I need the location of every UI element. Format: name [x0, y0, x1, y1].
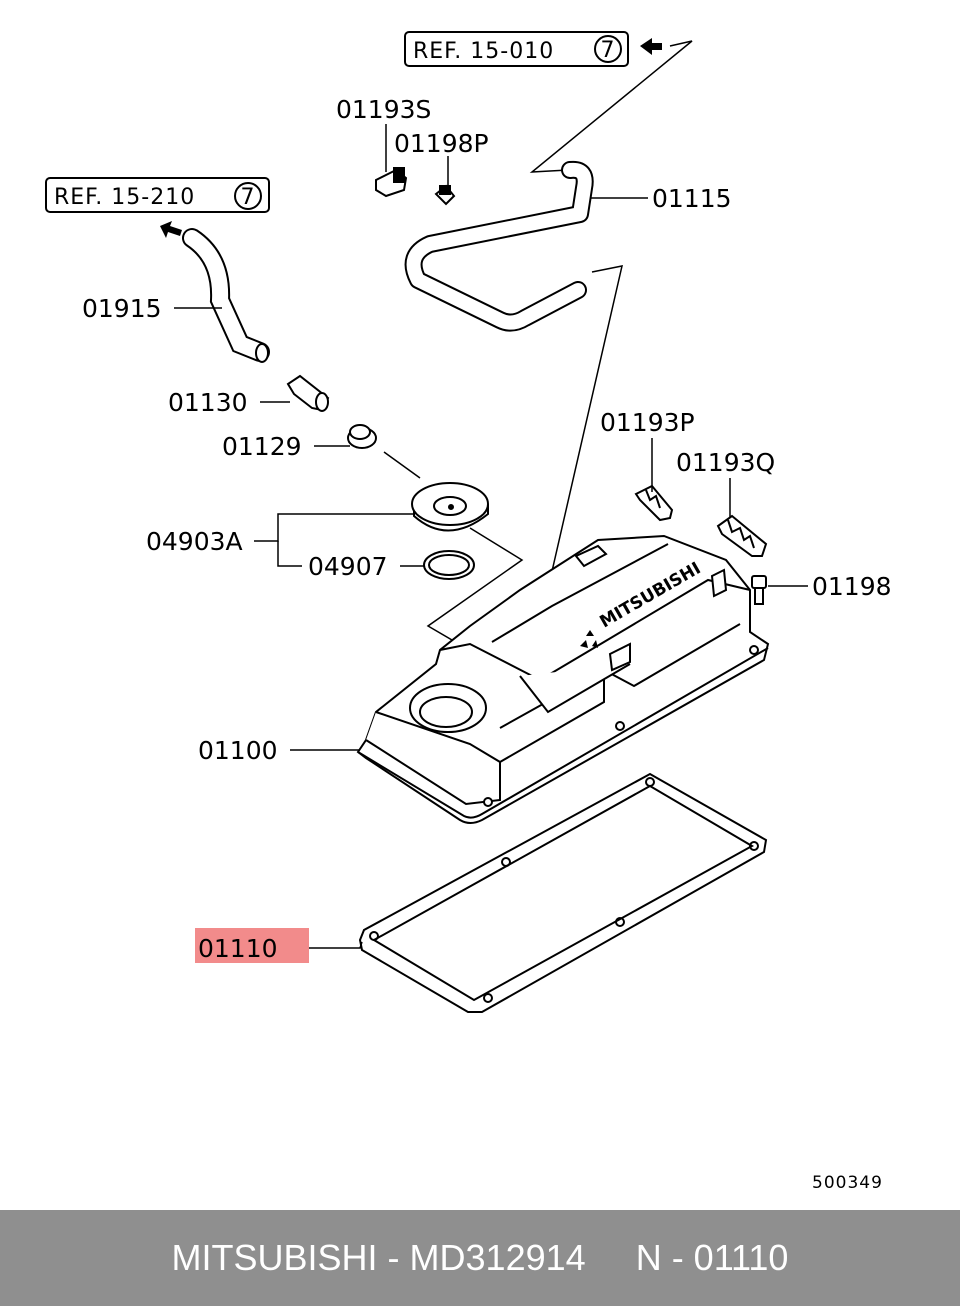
ref-box-15-210: REF. 15-210 7: [45, 177, 270, 213]
part-label-01198p: 01198P: [394, 129, 489, 158]
leader-lines: [174, 124, 808, 949]
leader-cap: [426, 527, 524, 641]
part-label-01915: 01915: [82, 294, 162, 323]
leader-grommet: [383, 451, 421, 479]
ref-circled-number-15-010: 7: [601, 38, 616, 63]
gasket-01110: [358, 772, 768, 1013]
highlight-01110: [195, 928, 309, 963]
arrow-icon: [160, 221, 182, 238]
footer-bar: MITSUBISHI - MD312914 N - 01110: [0, 1210, 960, 1306]
part-label-01193p: 01193P: [600, 408, 695, 437]
part-label-04903a: 04903A: [146, 527, 243, 556]
rocker-cover-01100: [356, 534, 770, 824]
clip-01193p: [634, 484, 674, 522]
ref-box-15-010: REF. 15-010 7: [404, 31, 629, 67]
footer-ref: N - 01110: [635, 1237, 789, 1278]
part-label-01110: 01110: [198, 934, 278, 963]
part-label-01129: 01129: [222, 432, 302, 461]
footer-gap: [586, 1237, 636, 1279]
clip-01193s: [375, 167, 408, 198]
ref-label-15-010: REF. 15-010: [413, 39, 554, 64]
diagram-code: 500349: [812, 1173, 883, 1193]
ref-label-15-210: REF. 15-210: [54, 185, 195, 210]
clip-01193q: [716, 514, 768, 557]
part-label-01193q: 01193Q: [676, 448, 775, 477]
grommet-01129: [347, 424, 377, 449]
part-label-01130: 01130: [168, 388, 248, 417]
hose-end: [255, 343, 269, 363]
leader-hose: [549, 265, 623, 581]
footer-sep: -: [377, 1237, 410, 1278]
parts-diagram: REF. 15-010 7 REF. 15-210 7: [45, 31, 892, 1193]
part-label-01100: 01100: [198, 736, 278, 765]
ref-circled-number-15-210: 7: [241, 185, 256, 210]
leader-ref-15-010: [529, 40, 693, 173]
mitsubishi-logo-icon: [580, 630, 598, 648]
pcv-valve-01130: [286, 374, 330, 412]
part-label-04907: 04907: [308, 552, 388, 581]
part-label-01198: 01198: [812, 572, 892, 601]
hose-01915: [182, 228, 270, 362]
bolt-01198: [751, 575, 767, 605]
o-ring-04907: [423, 550, 475, 580]
part-label-01115: 01115: [652, 184, 732, 213]
hose-01115: [404, 160, 594, 332]
footer-part-number: MD312914: [409, 1237, 586, 1278]
bolt-01198p: [434, 184, 456, 206]
part-label-01193s: 01193S: [336, 95, 431, 124]
filler-cap-04903a: [411, 482, 489, 532]
arrow-icon: [640, 38, 662, 55]
footer-brand: MITSUBISHI: [171, 1237, 378, 1278]
